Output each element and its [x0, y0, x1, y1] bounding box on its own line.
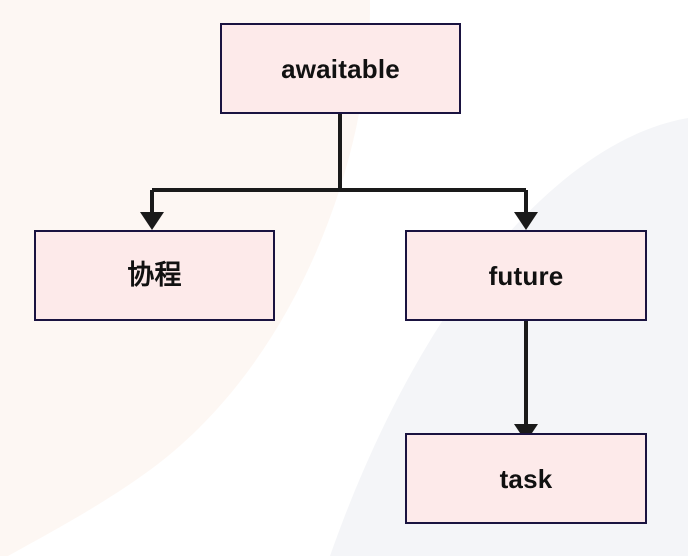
node-coroutine[interactable]: 协程: [34, 230, 275, 321]
arrowhead-coroutine: [140, 212, 164, 230]
node-future-label: future: [488, 260, 564, 291]
node-task[interactable]: task: [405, 433, 647, 524]
node-awaitable-label: awaitable: [281, 53, 400, 84]
node-coroutine-label: 协程: [127, 260, 182, 290]
arrowhead-future: [514, 212, 538, 230]
node-task-label: task: [499, 463, 553, 494]
node-future[interactable]: future: [405, 230, 647, 321]
node-awaitable[interactable]: awaitable: [220, 23, 461, 114]
